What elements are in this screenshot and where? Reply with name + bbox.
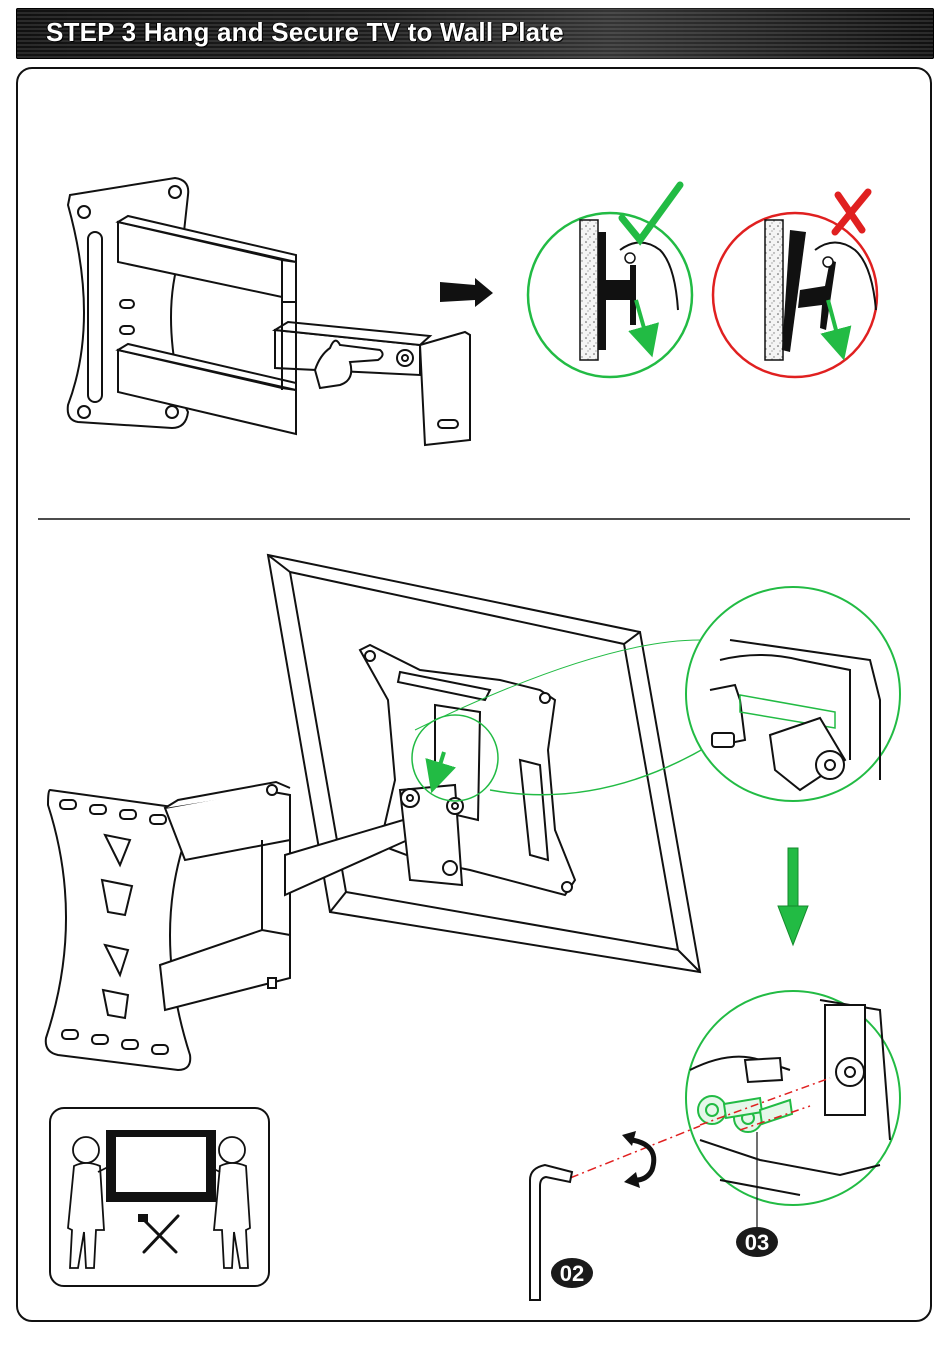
callout-allen-key-label: 02: [560, 1261, 584, 1286]
cross-mark-icon: [835, 192, 868, 232]
step-title: STEP 3 Hang and Secure TV to Wall Plate: [46, 17, 564, 48]
correct-detail: [528, 185, 692, 377]
callout-allen-key: 02: [551, 1258, 593, 1288]
arrow-right-icon: [440, 278, 493, 307]
incorrect-detail: [713, 192, 877, 377]
wall-plate-bottom: [46, 790, 191, 1070]
two-person-lift-inset: [50, 1108, 269, 1286]
callout-screws: 03: [736, 1227, 778, 1257]
tv-bracket-bottom: [400, 785, 463, 885]
hook-detail: [686, 587, 900, 801]
screw-detail: [686, 991, 900, 1228]
callout-screws-label: 03: [745, 1230, 769, 1255]
arrow-down-icon: [778, 848, 808, 945]
